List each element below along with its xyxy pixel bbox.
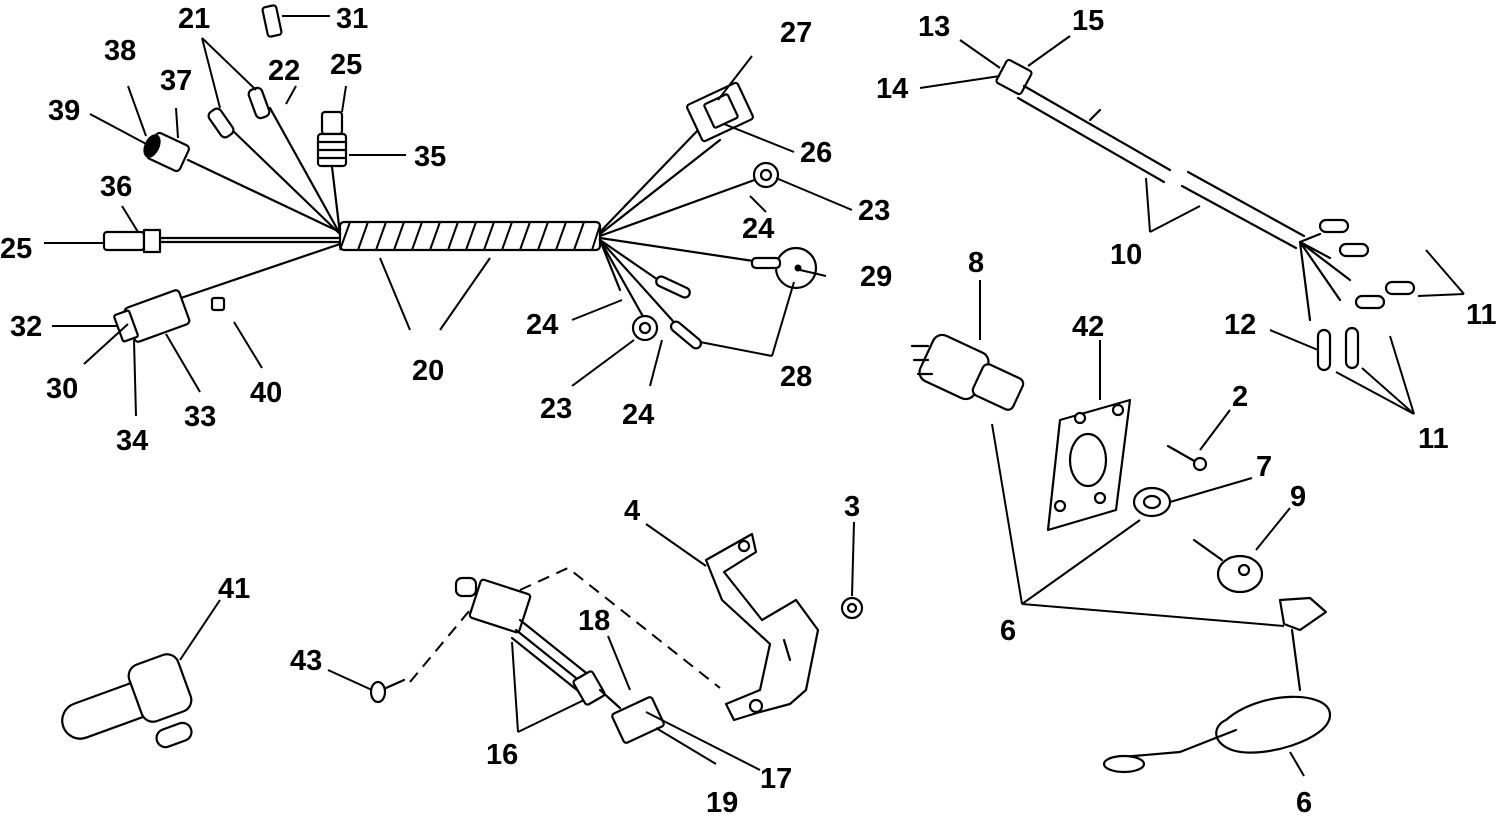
callout-25-left: 25 bbox=[0, 233, 32, 265]
callout-labels: 31 21 22 25 38 37 39 35 36 25 32 30 34 3… bbox=[0, 3, 1497, 819]
callout-33: 33 bbox=[184, 401, 216, 433]
callout-12: 12 bbox=[1224, 309, 1256, 341]
callout-21: 21 bbox=[178, 3, 210, 35]
callout-35: 35 bbox=[414, 141, 446, 173]
callout-4: 4 bbox=[624, 495, 640, 527]
callout-16: 16 bbox=[486, 739, 518, 771]
callout-10: 10 bbox=[1110, 239, 1142, 271]
callout-22: 22 bbox=[268, 55, 300, 87]
ring-terminal-23-top bbox=[752, 161, 780, 189]
screw-40 bbox=[210, 296, 226, 312]
callout-32: 32 bbox=[10, 311, 42, 343]
callout-42: 42 bbox=[1072, 311, 1104, 343]
callout-31: 31 bbox=[336, 3, 368, 35]
assembly-dash-line bbox=[409, 566, 721, 689]
callout-28: 28 bbox=[780, 361, 812, 393]
callout-6-bottom: 6 bbox=[1296, 787, 1312, 819]
callout-39: 39 bbox=[48, 95, 80, 127]
callout-36: 36 bbox=[100, 171, 132, 203]
washer-7 bbox=[1132, 486, 1172, 518]
callout-25-top: 25 bbox=[330, 49, 362, 81]
lanyard-6 bbox=[1102, 596, 1332, 774]
extension-harness-10 bbox=[995, 58, 1416, 372]
connector-25-35-top bbox=[316, 110, 348, 168]
stop-switch-16-17-18-19 bbox=[454, 576, 665, 744]
callout-30: 30 bbox=[46, 373, 78, 405]
callout-14: 14 bbox=[876, 73, 908, 105]
callout-38: 38 bbox=[104, 35, 136, 67]
callout-17: 17 bbox=[760, 763, 792, 795]
callout-41: 41 bbox=[218, 573, 250, 605]
terminal-21-sleeves bbox=[207, 86, 271, 139]
screw-43 bbox=[369, 678, 406, 704]
callout-23-bottom: 23 bbox=[540, 393, 572, 425]
callout-15: 15 bbox=[1072, 5, 1104, 37]
callout-20: 20 bbox=[412, 355, 444, 387]
callout-11-bottom: 11 bbox=[1418, 423, 1449, 455]
callout-27: 27 bbox=[780, 17, 812, 49]
callout-26: 26 bbox=[800, 137, 832, 169]
callout-23-top: 23 bbox=[858, 195, 890, 227]
key-switch-8 bbox=[910, 333, 1025, 411]
callout-24-left: 24 bbox=[526, 309, 558, 341]
callout-11-top: 11 bbox=[1466, 299, 1497, 331]
ring-terminal-23-bottom bbox=[631, 314, 659, 342]
callout-2: 2 bbox=[1232, 381, 1248, 413]
sleeve-31 bbox=[261, 4, 283, 38]
bullet-terminals-28 bbox=[655, 275, 703, 350]
callout-13: 13 bbox=[918, 11, 950, 43]
key-9 bbox=[1192, 538, 1264, 594]
callout-18: 18 bbox=[578, 605, 610, 637]
connector-26-27 bbox=[686, 81, 754, 143]
choke-solenoid-41 bbox=[61, 653, 193, 749]
callout-37: 37 bbox=[160, 65, 192, 97]
mounting-plate-42 bbox=[1046, 398, 1132, 532]
callout-24-top: 24 bbox=[742, 213, 774, 245]
callout-8: 8 bbox=[968, 247, 984, 279]
callout-24-bottom: 24 bbox=[622, 399, 654, 431]
callout-6-middle: 6 bbox=[1000, 615, 1016, 647]
connector-25-left bbox=[102, 228, 162, 254]
callout-40: 40 bbox=[250, 377, 282, 409]
callout-9: 9 bbox=[1290, 481, 1306, 513]
callout-29: 29 bbox=[860, 261, 892, 293]
connector-37-38-39 bbox=[143, 131, 191, 173]
main-wiring-harness bbox=[158, 106, 762, 342]
nut-3 bbox=[840, 596, 864, 620]
screw-2 bbox=[1166, 444, 1208, 472]
leader-lines bbox=[44, 15, 1465, 777]
ground-terminal-29 bbox=[750, 246, 818, 290]
callout-19: 19 bbox=[706, 787, 738, 819]
callout-3: 3 bbox=[844, 491, 860, 523]
bracket-4 bbox=[704, 532, 820, 722]
callout-7: 7 bbox=[1256, 451, 1272, 483]
callout-43: 43 bbox=[290, 645, 322, 677]
connector-30-32-33-34 bbox=[113, 289, 191, 343]
callout-34: 34 bbox=[116, 425, 148, 457]
